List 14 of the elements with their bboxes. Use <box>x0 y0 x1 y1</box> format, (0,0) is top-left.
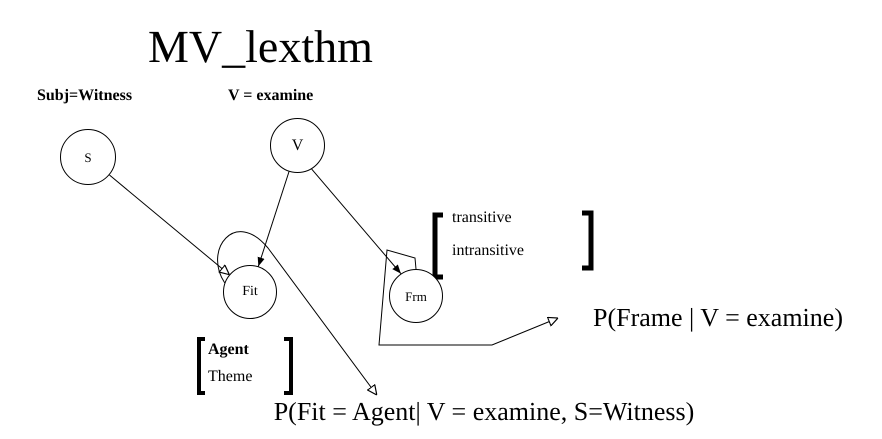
arrow <box>258 171 290 267</box>
arrow <box>311 168 402 274</box>
slot-value: transitive <box>452 210 512 226</box>
arrow <box>108 174 230 276</box>
slot-value: intransitive <box>452 243 524 259</box>
node-caption: Subj=Witness <box>37 88 132 104</box>
slot-value: Theme <box>208 369 252 385</box>
slot-value: Agent <box>208 342 249 358</box>
node-caption: V = examine <box>228 88 314 104</box>
probability-expression: P(Fit = Agent| V = examine, S=Witness) <box>216 395 752 429</box>
arrow <box>378 249 559 346</box>
arrow <box>217 231 378 396</box>
probability-expression: P(Frame | V = examine) <box>558 301 878 335</box>
diagram-title: MV_lexthm <box>148 24 373 70</box>
